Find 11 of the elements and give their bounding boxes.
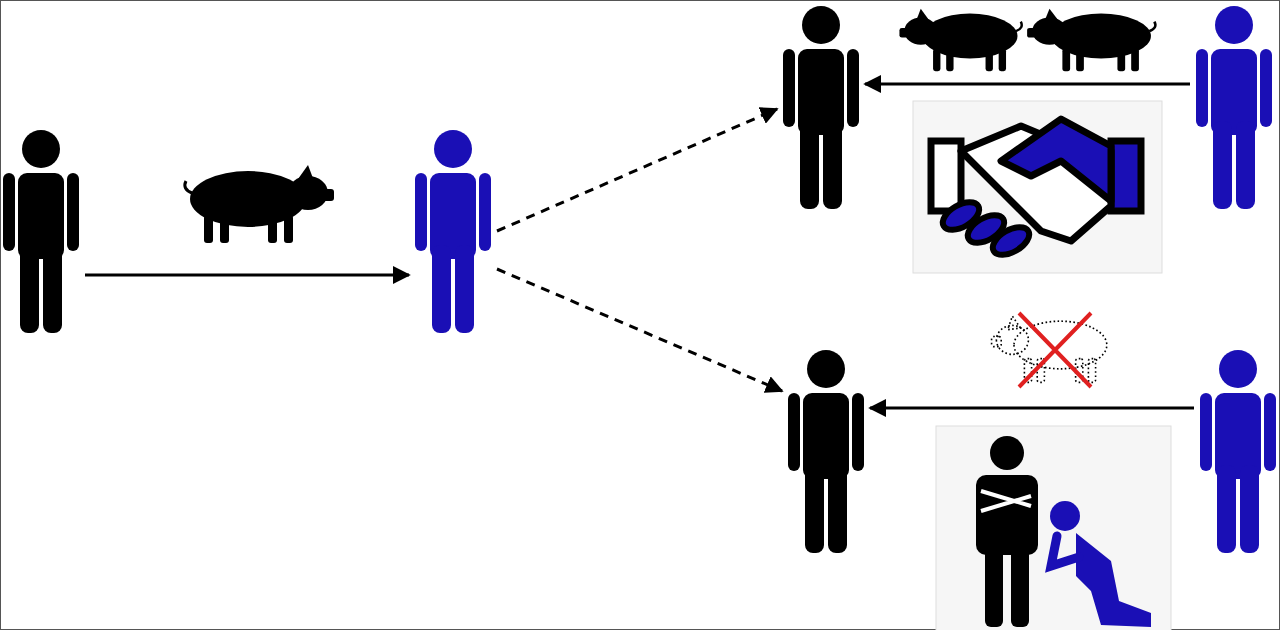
person-figure bbox=[783, 5, 859, 209]
arrow bbox=[85, 266, 411, 284]
person-figure bbox=[415, 129, 491, 333]
arrow bbox=[868, 399, 1194, 417]
person-figure bbox=[3, 129, 79, 333]
arrow bbox=[863, 75, 1190, 93]
arrow bbox=[496, 267, 784, 393]
person-figure bbox=[1200, 349, 1276, 553]
arrow bbox=[496, 107, 779, 233]
person-figure bbox=[788, 349, 864, 553]
person-figure bbox=[1196, 5, 1272, 209]
